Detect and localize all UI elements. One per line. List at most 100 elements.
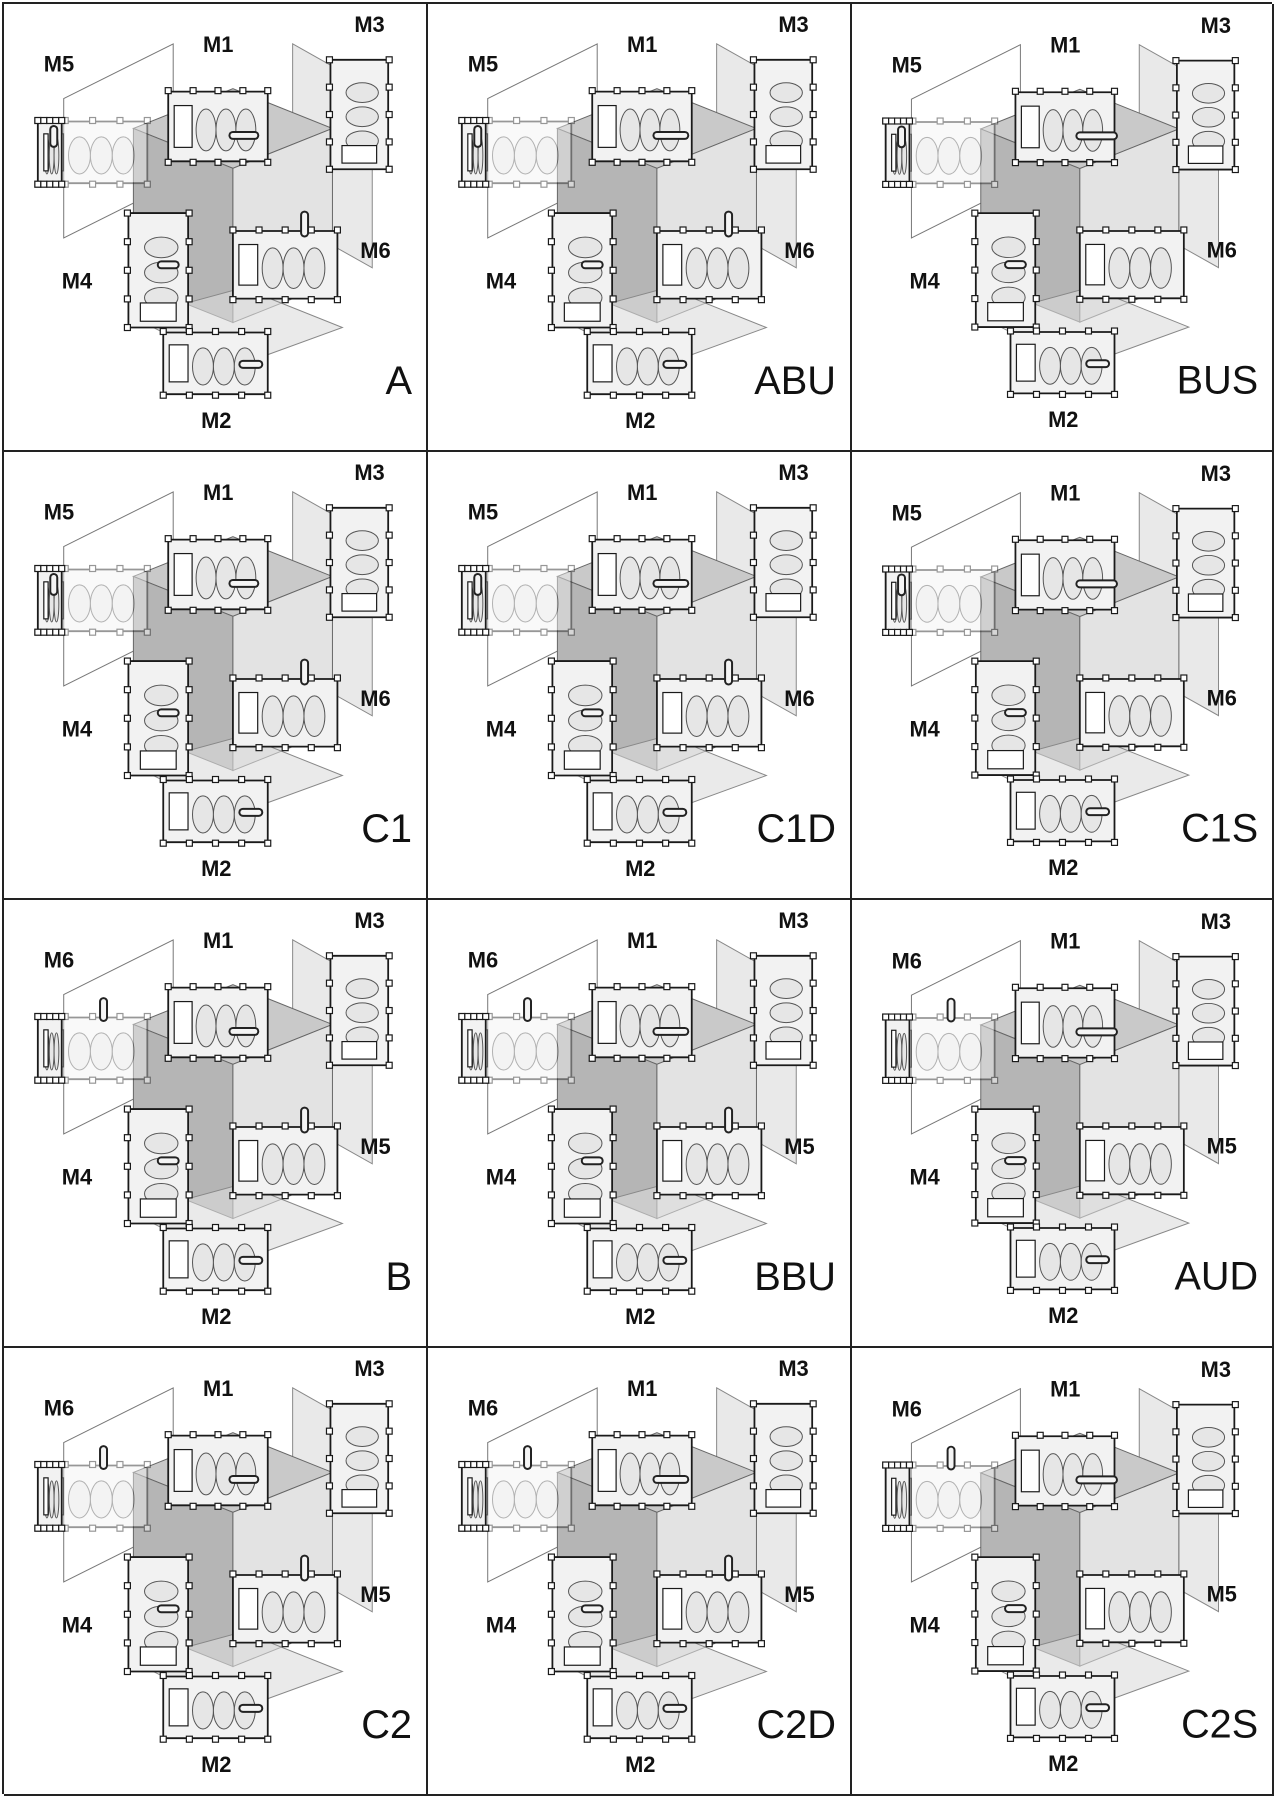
gear-unit-top <box>164 87 272 166</box>
gear-unit-front-left <box>547 1553 617 1676</box>
gear-unit-front-left <box>971 1553 1040 1675</box>
label-right-position: M5 <box>1207 1582 1237 1607</box>
gear-unit-right <box>1076 226 1188 303</box>
gear-unit-left <box>882 565 999 636</box>
gear-unit-front-left <box>123 1105 193 1228</box>
label-top-position: M1 <box>1050 481 1080 506</box>
label-top-position: M1 <box>627 32 657 57</box>
gear-unit-right-plane <box>1172 1401 1239 1518</box>
gear-unit-right <box>1076 674 1188 751</box>
label-top-position: M1 <box>1050 929 1080 954</box>
gear-unit-right-plane <box>325 1400 393 1517</box>
label-top-right-position: M3 <box>354 12 384 37</box>
panel-code: C1 <box>361 807 412 851</box>
gear-unit-front-left <box>971 657 1040 779</box>
label-right-position: M6 <box>784 238 814 263</box>
gear-unit-right-plane <box>1172 953 1239 1070</box>
label-top-right-position: M3 <box>778 908 808 933</box>
label-bottom-position: M2 <box>201 856 231 881</box>
label-bottom-position: M2 <box>1048 855 1078 880</box>
label-front-left-position: M4 <box>62 1165 93 1190</box>
label-front-left-position: M4 <box>62 1613 93 1638</box>
gear-unit-right-plane <box>325 952 393 1069</box>
gear-unit-bottom <box>159 775 272 847</box>
gear-unit-left-front <box>458 1012 490 1084</box>
gear-unit-bottom <box>583 1671 696 1743</box>
label-bottom-position: M2 <box>201 1752 231 1777</box>
label-front-left-position: M4 <box>62 269 93 294</box>
gear-unit-bottom <box>583 1223 696 1295</box>
panel-code: ABU <box>754 359 836 403</box>
gear-unit-bottom <box>1006 327 1119 398</box>
gear-unit-front-left <box>971 1105 1040 1227</box>
label-left-position: M6 <box>44 948 74 973</box>
gear-unit-right <box>229 674 342 752</box>
label-left-position: M6 <box>468 948 498 973</box>
panel-code: C1S <box>1181 806 1258 850</box>
label-left-position: M6 <box>44 1396 74 1421</box>
label-left-position: M5 <box>468 52 498 77</box>
label-top-position: M1 <box>203 928 233 953</box>
label-right-position: M5 <box>784 1582 814 1607</box>
gear-unit-front-left <box>547 1105 617 1228</box>
panel-code: A <box>386 359 413 403</box>
label-front-left-position: M4 <box>486 1165 517 1190</box>
label-top-right-position: M3 <box>1201 13 1231 38</box>
label-top-position: M1 <box>627 928 657 953</box>
label-right-position: M6 <box>1207 238 1237 263</box>
label-left-position: M5 <box>892 52 922 77</box>
gear-unit-right-plane <box>325 56 393 173</box>
label-right-position: M5 <box>360 1134 390 1159</box>
gear-unit-bottom <box>1006 775 1119 846</box>
label-top-right-position: M3 <box>778 12 808 37</box>
gear-unit-front-left <box>971 209 1040 331</box>
gear-unit-top <box>1011 983 1119 1063</box>
gear-unit-right <box>653 1570 766 1648</box>
label-bottom-position: M2 <box>201 1304 231 1329</box>
label-front-left-position: M4 <box>909 1612 939 1637</box>
label-bottom-position: M2 <box>625 408 655 433</box>
label-bottom-position: M2 <box>625 1752 655 1777</box>
label-front-left-position: M4 <box>62 717 93 742</box>
gear-unit-left <box>458 1460 575 1532</box>
label-left-position: M6 <box>892 1396 922 1421</box>
gear-unit-top <box>588 1431 696 1510</box>
label-bottom-position: M2 <box>1048 1751 1078 1776</box>
gear-unit-right <box>653 1122 766 1200</box>
label-top-position: M1 <box>203 1376 233 1401</box>
label-bottom-position: M2 <box>1048 407 1078 432</box>
gear-unit-right <box>229 1122 342 1200</box>
label-bottom-position: M2 <box>201 408 231 433</box>
label-right-position: M5 <box>1207 1134 1237 1159</box>
gear-unit-right <box>229 226 342 304</box>
label-bottom-position: M2 <box>625 856 655 881</box>
label-front-left-position: M4 <box>909 716 939 741</box>
label-left-position: M6 <box>468 1396 498 1421</box>
label-top-right-position: M3 <box>778 1356 808 1381</box>
label-right-position: M6 <box>1207 686 1237 711</box>
label-top-position: M1 <box>203 480 233 505</box>
gear-unit-top <box>1011 1431 1119 1511</box>
gear-unit-left-front <box>34 1012 66 1084</box>
label-right-position: M6 <box>784 686 814 711</box>
panel-code: BUS <box>1177 358 1258 402</box>
panel-code: C1D <box>756 807 836 851</box>
gear-unit-top <box>1011 535 1119 615</box>
